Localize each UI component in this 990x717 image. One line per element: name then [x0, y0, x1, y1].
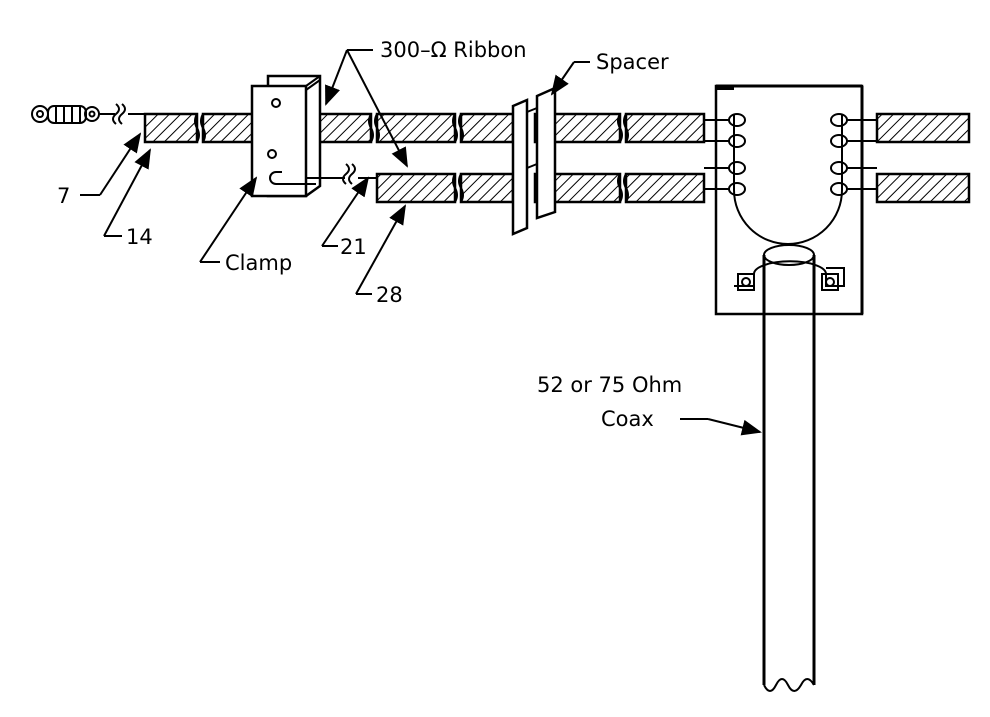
band-28-label: 28: [376, 283, 403, 307]
upper-ribbon: [143, 112, 971, 144]
lower-ribbon: [305, 163, 971, 204]
spacer-block: [511, 86, 557, 236]
band-14-label: 14: [126, 225, 153, 249]
coax-label-line1: 52 or 75 Ohm: [537, 373, 682, 397]
wire-break-icon: [112, 103, 145, 125]
ribbon-label: 300–Ω Ribbon: [380, 38, 527, 62]
clamp-label: Clamp: [225, 251, 292, 275]
coax-break-icon: [763, 678, 815, 692]
leaders: [80, 49, 762, 436]
band-7-label: 7: [57, 184, 70, 208]
coax-label-line2: Coax: [601, 407, 654, 431]
clamp-block: [250, 74, 322, 198]
spacer-label: Spacer: [596, 50, 669, 74]
insulator-icon: [31, 105, 115, 124]
coax-cable: [762, 244, 816, 692]
band-21-label: 21: [340, 235, 367, 259]
balun-block: [704, 84, 877, 316]
